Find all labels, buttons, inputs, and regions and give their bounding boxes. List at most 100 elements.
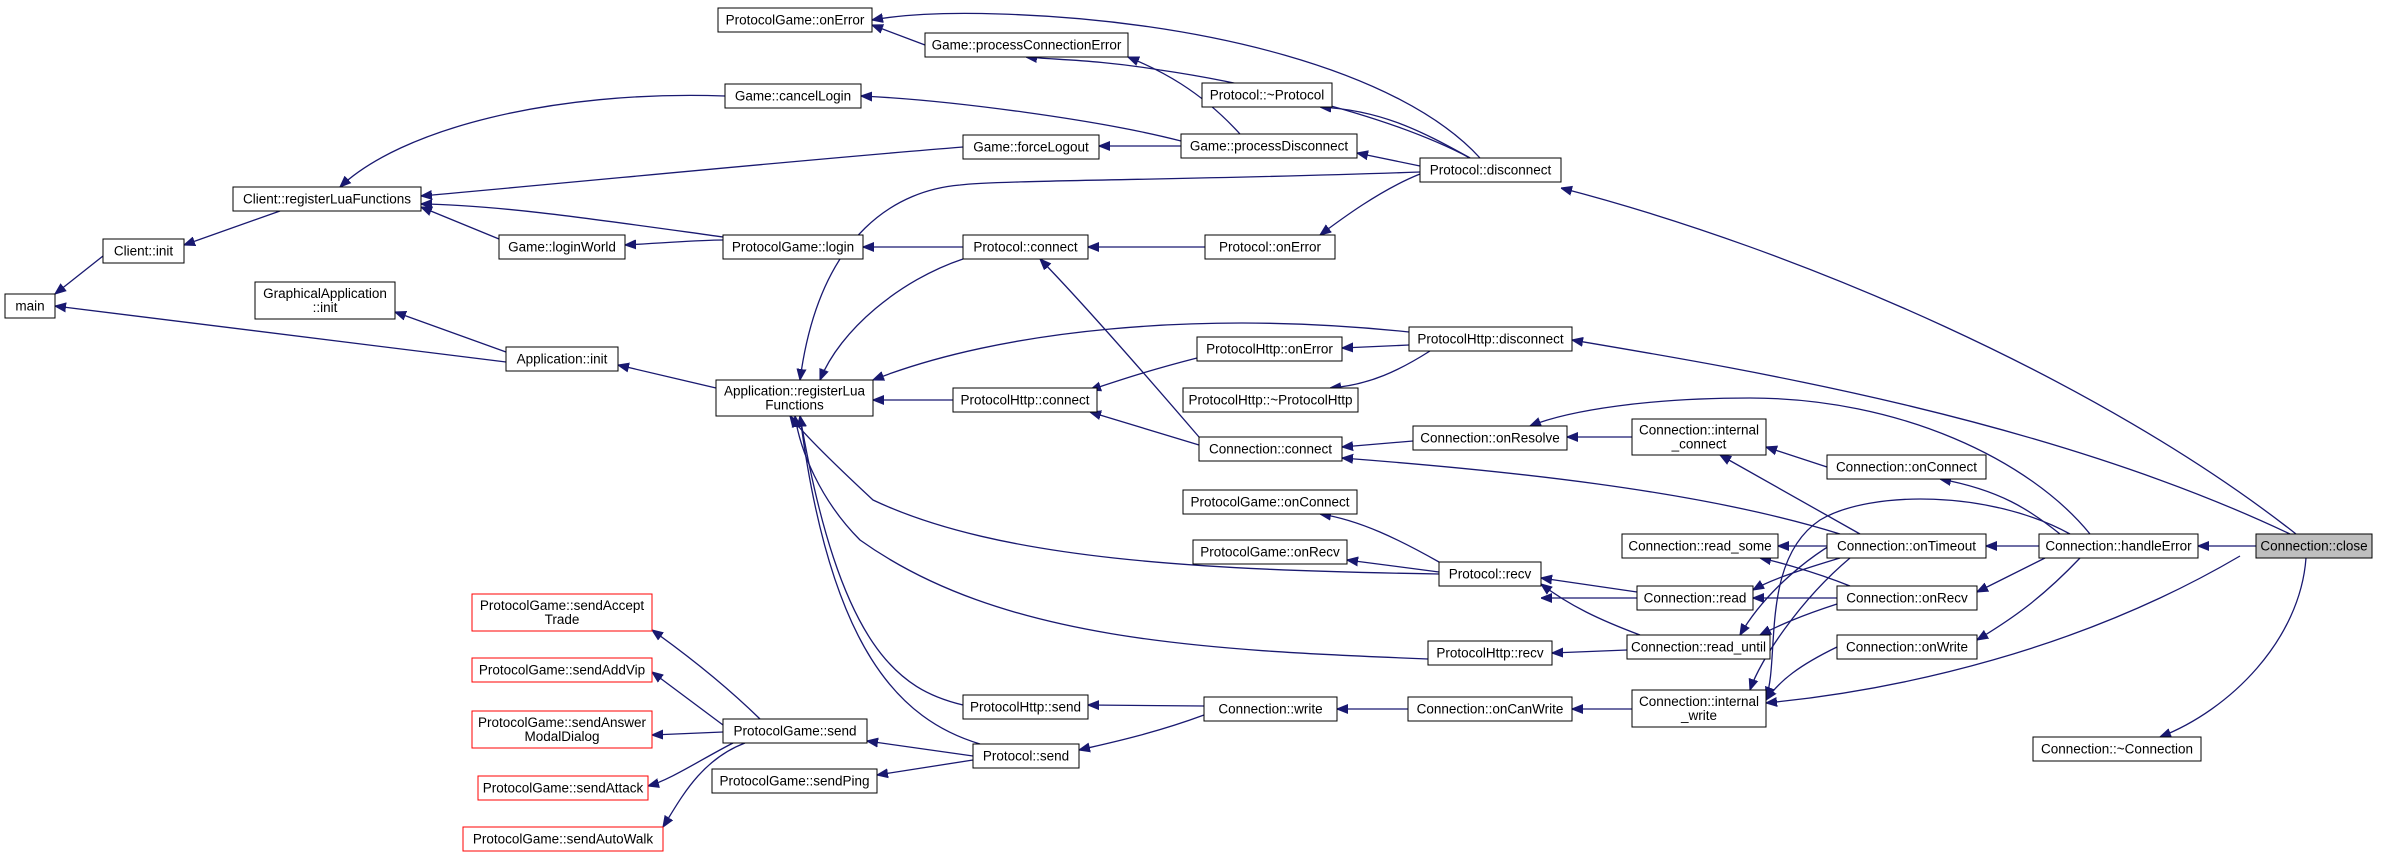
node-pgOnRecv[interactable]: ProtocolGame::onRecv: [1192, 539, 1348, 565]
node-label: Connection::onWrite: [1846, 640, 1968, 655]
edge-onRecv-to-readSome: [1760, 558, 1851, 587]
node-httpOnError[interactable]: ProtocolHttp::onError: [1196, 336, 1343, 362]
node-label: ProtocolGame::login: [732, 240, 854, 255]
edge-close-to-protoDisconnect: [1561, 188, 2297, 535]
node-pgOnConnect[interactable]: ProtocolGame::onConnect: [1182, 489, 1358, 515]
node-label: Protocol::~Protocol: [1210, 88, 1324, 103]
node-protoSend[interactable]: Protocol::send: [972, 743, 1080, 769]
graph-nodes: Connection::close Connection::handleError…: [4, 7, 2373, 852]
node-pgSendPing[interactable]: ProtocolGame::sendPing: [711, 768, 878, 794]
node-forceLogout[interactable]: Game::forceLogout: [962, 134, 1100, 160]
node-readSome[interactable]: Connection::read_some: [1621, 533, 1779, 559]
node-box: [972, 743, 1080, 769]
node-sendAddVip[interactable]: ProtocolGame::sendAddVip: [471, 657, 653, 683]
node-label: Application::registerLua: [724, 384, 866, 399]
edge-protoSend-to-appRegLua: [800, 416, 981, 745]
node-label: ProtocolHttp::recv: [1436, 646, 1544, 661]
node-protoDisconnect[interactable]: Protocol::disconnect: [1419, 157, 1562, 183]
node-protoDtor[interactable]: Protocol::~Protocol: [1201, 82, 1333, 108]
node-dtorConn[interactable]: Connection::~Connection: [2032, 736, 2202, 762]
node-internalConnect[interactable]: Connection::internal_connect: [1631, 418, 1767, 456]
node-httpConnect[interactable]: ProtocolHttp::connect: [952, 387, 1098, 413]
edge-protoRecv-to-pgOnRecv: [1347, 560, 1440, 573]
edge-appRegLua-to-appInit: [618, 365, 717, 389]
node-label: Connection::write: [1218, 702, 1322, 717]
edge-close-to-httpDisconnect: [1572, 340, 2291, 535]
node-label: _connect: [1671, 437, 1727, 452]
node-gfxInit[interactable]: GraphicalApplication::init: [254, 281, 396, 320]
node-box: [1192, 539, 1348, 565]
node-sendAttack[interactable]: ProtocolGame::sendAttack: [477, 775, 649, 801]
edge-protoDisconnect-to-processDisconnect: [1357, 153, 1421, 167]
node-protoOnError[interactable]: Protocol::onError: [1204, 234, 1336, 260]
node-label: Connection::~Connection: [2041, 742, 2193, 757]
node-internalWrite[interactable]: Connection::internal_write: [1631, 689, 1767, 728]
node-box: [715, 379, 874, 417]
node-box: [477, 775, 649, 801]
node-box: [1182, 387, 1359, 413]
node-box: [2032, 736, 2202, 762]
node-processDisconnect[interactable]: Game::processDisconnect: [1180, 133, 1358, 159]
node-pgLogin[interactable]: ProtocolGame::login: [722, 234, 864, 260]
node-box: [1836, 634, 1978, 660]
node-cancelLogin[interactable]: Game::cancelLogin: [724, 83, 862, 109]
node-box: [1427, 640, 1553, 666]
node-httpDisconnect[interactable]: ProtocolHttp::disconnect: [1408, 326, 1573, 352]
node-box: [254, 281, 396, 320]
node-box: [1419, 157, 1562, 183]
edge-protoDisconnect-to-pgOnError: [872, 12, 1481, 159]
node-httpSend[interactable]: ProtocolHttp::send: [962, 694, 1089, 720]
node-main[interactable]: main: [4, 293, 56, 319]
node-pgSend[interactable]: ProtocolGame::send: [722, 718, 868, 744]
node-clientInit[interactable]: Client::init: [102, 238, 185, 264]
node-connWrite[interactable]: Connection::write: [1203, 696, 1338, 722]
node-pgOnError[interactable]: ProtocolGame::onError: [717, 7, 873, 33]
node-clientRegLua[interactable]: Client::registerLuaFunctions: [232, 186, 422, 212]
node-box: [1407, 696, 1573, 722]
node-label: Client::init: [114, 244, 174, 259]
node-protoConnect[interactable]: Protocol::connect: [962, 234, 1089, 260]
node-box: [2255, 533, 2373, 559]
node-appRegLua[interactable]: Application::registerLuaFunctions: [715, 379, 874, 417]
node-processConnErr[interactable]: Game::processConnectionError: [924, 32, 1129, 58]
node-onResolve[interactable]: Connection::onResolve: [1412, 425, 1568, 451]
edge-onWrite-to-internalWrite: [1766, 646, 1838, 700]
node-box: [1836, 585, 1978, 611]
node-appInit[interactable]: Application::init: [505, 346, 619, 372]
node-box: [471, 710, 653, 749]
node-readUntil[interactable]: Connection::read_until: [1626, 634, 1771, 660]
node-httpRecv[interactable]: ProtocolHttp::recv: [1427, 640, 1553, 666]
edge-handleError-to-onConnect: [1940, 479, 2061, 535]
node-loginWorld[interactable]: Game::loginWorld: [498, 234, 626, 260]
node-label: Connection::connect: [1209, 442, 1332, 457]
node-box: [471, 593, 653, 632]
node-protoRecv[interactable]: Protocol::recv: [1438, 561, 1542, 587]
node-onWrite[interactable]: Connection::onWrite: [1836, 634, 1978, 660]
edge-httpRecv-to-appRegLua: [795, 416, 1429, 660]
node-close[interactable]: Connection::close: [2255, 533, 2373, 559]
node-label: ProtocolGame::sendPing: [719, 774, 869, 789]
node-sendAutoWalk[interactable]: ProtocolGame::sendAutoWalk: [462, 826, 664, 852]
edge-pgSend-to-sendAttack: [648, 742, 734, 786]
node-label: Connection::onTimeout: [1837, 539, 1976, 554]
node-label: Functions: [765, 398, 824, 413]
edge-appInit-to-gfxInit: [395, 312, 507, 353]
node-onTimeout[interactable]: Connection::onTimeout: [1826, 533, 1987, 559]
node-box: [1636, 585, 1754, 611]
node-box: [1626, 634, 1771, 660]
node-onRecv[interactable]: Connection::onRecv: [1836, 585, 1978, 611]
edge-protoDisconnect-to-processConnErr: [1026, 57, 1471, 159]
node-handleError[interactable]: Connection::handleError: [2038, 533, 2199, 559]
edge-connConnect-to-httpConnect: [1090, 412, 1200, 446]
node-box: [4, 293, 56, 319]
node-connConnect[interactable]: Connection::connect: [1198, 436, 1343, 462]
node-read[interactable]: Connection::read: [1636, 585, 1754, 611]
node-httpDtor[interactable]: ProtocolHttp::~ProtocolHttp: [1182, 387, 1359, 413]
node-label: ProtocolHttp::disconnect: [1417, 332, 1564, 347]
node-onCanWrite[interactable]: Connection::onCanWrite: [1407, 696, 1573, 722]
node-onConnect[interactable]: Connection::onConnect: [1826, 454, 1987, 480]
node-box: [1182, 489, 1358, 515]
